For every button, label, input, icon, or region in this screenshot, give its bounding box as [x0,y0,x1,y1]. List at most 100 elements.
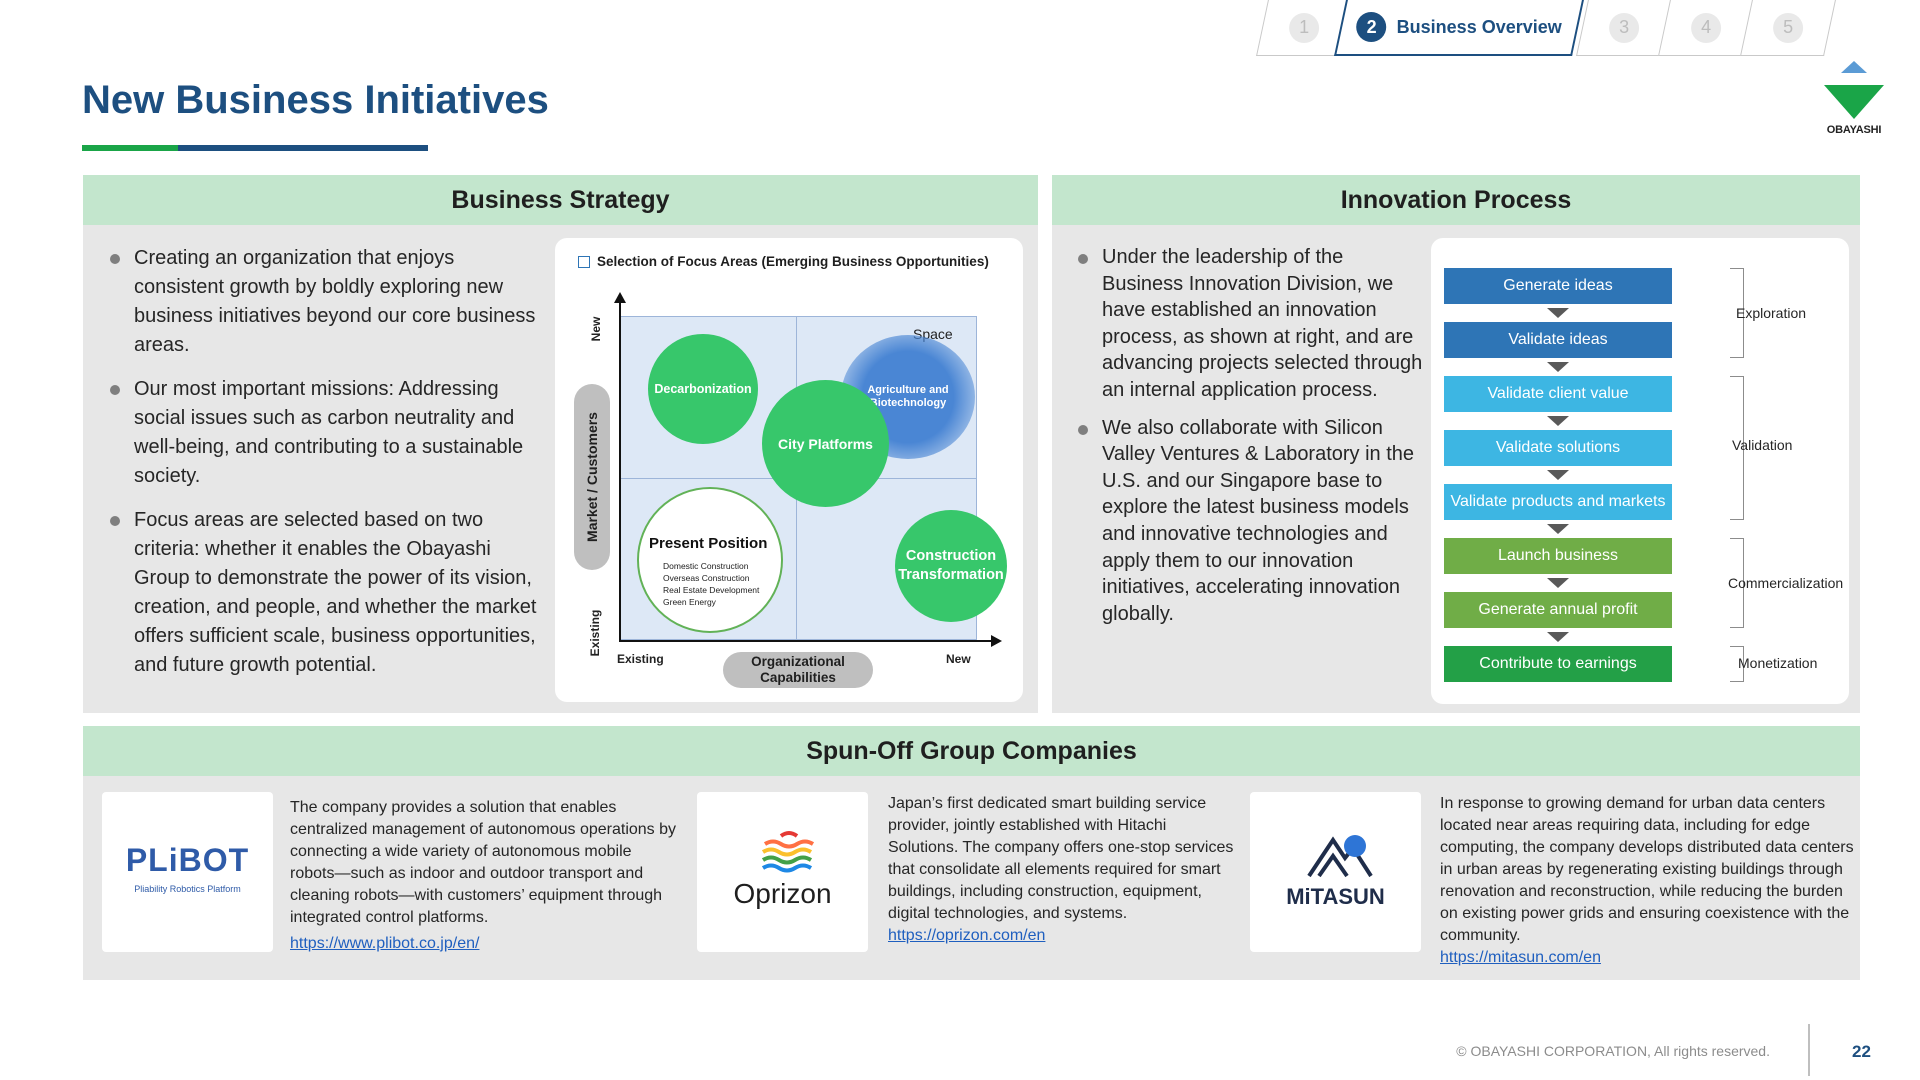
plibot-logo: PLiBOT Pliability Robotics Platform [102,792,273,952]
x-axis-new-label: New [946,652,971,666]
business-strategy-heading: Business Strategy [83,175,1038,225]
x-axis-arrow-icon [991,635,1002,647]
present-position-bubble: Present Position Domestic Construction O… [637,487,783,633]
y-axis-arrow-icon [614,292,626,303]
arrow-down-icon [1547,524,1569,534]
bullet-item: We also collaborate with Silicon Valley … [1078,415,1428,628]
present-position-title: Present Position [649,535,768,552]
tab-number: 1 [1289,12,1320,43]
arrow-down-icon [1547,578,1569,588]
bullet-item: Under the leadership of the Business Inn… [1078,244,1428,404]
present-position-item: Domestic Construction [663,561,749,571]
arrow-down-icon [1547,632,1569,642]
arrow-down-icon [1547,416,1569,426]
bullet-item: Focus areas are selected based on two cr… [110,506,540,680]
y-axis-existing-label: Existing [588,609,602,657]
step-label: Generate ideas [1503,277,1613,294]
mitasun-link[interactable]: https://mitasun.com/en [1440,949,1601,966]
present-position-items: Domestic Construction Overseas Construct… [663,560,759,608]
construction-transformation-bubble: Construction Transformation [895,510,1007,622]
x-axis-existing-label: Existing [617,652,664,666]
phase-label-exploration: Exploration [1736,305,1807,321]
oprizon-waves-icon [761,831,815,873]
oprizon-logo-text: Oprizon [733,878,832,909]
company-description-text: The company provides a solution that ena… [290,799,677,926]
step-label: Validate client value [1487,385,1629,402]
mitasun-logo-text: MiTASUN [1286,884,1385,909]
company-description-text: Japan’s first dedicated smart building s… [888,795,1234,922]
y-axis-line [619,300,621,642]
phase-label-monetization: Monetization [1738,655,1818,671]
checkbox-icon [578,256,590,268]
plibot-description: The company provides a solution that ena… [290,797,680,955]
step-contribute-earnings: Contribute to earnings [1444,646,1672,682]
step-validate-client-value: Validate client value [1444,376,1672,412]
x-axis-line [619,640,991,642]
step-label: Generate annual profit [1478,601,1638,618]
bullet-item: Our most important missions: Addressing … [110,375,540,491]
company-logo-text: OBAYASHI [1826,124,1882,136]
plibot-logo-text: PLiBOT [125,842,250,878]
spinoffs-heading: Spun-Off Group Companies [83,726,1860,776]
arrow-down-icon [1547,308,1569,318]
step-label: Validate solutions [1495,439,1621,456]
innovation-process-heading: Innovation Process [1052,175,1860,225]
tab-number: 2 [1356,12,1387,42]
decarbonization-bubble: Decarbonization [648,334,758,444]
step-validate-solutions: Validate solutions [1444,430,1672,466]
step-label: Contribute to earnings [1479,655,1637,672]
bullet-item: Creating an organization that enjoys con… [110,244,540,360]
oprizon-link[interactable]: https://oprizon.com/en [888,927,1046,944]
logo-triangle-blue-icon [1841,61,1867,73]
logo-triangle-green-icon [1824,85,1884,119]
copyright: © OBAYASHI CORPORATION, All rights reser… [1456,1043,1770,1059]
mitasun-logo: MiTASUN [1250,792,1421,952]
tab-5[interactable]: 5 [1740,0,1836,56]
tab-number: 3 [1609,12,1640,43]
company-description-text: In response to growing demand for urban … [1440,795,1854,944]
step-generate-annual-profit: Generate annual profit [1444,592,1672,628]
page-title: New Business Initiatives [82,78,549,122]
phase-label-validation: Validation [1732,437,1793,453]
phase-bracket [1730,538,1744,628]
phase-label-commercialization: Commercialization [1728,575,1844,591]
y-axis-new-label: New [589,316,603,342]
arrow-down-icon [1547,470,1569,480]
footer-divider [1808,1024,1810,1076]
title-underline-green [82,145,178,151]
present-position-item: Green Energy [663,597,716,607]
present-position-item: Real Estate Development [663,585,760,595]
tab-number: 4 [1691,12,1722,43]
matrix-title: Selection of Focus Areas (Emerging Busin… [597,254,989,269]
step-label: Validate ideas [1508,331,1608,348]
city-platforms-bubble: City Platforms [762,380,889,507]
mitasun-mountain-icon [1307,835,1373,878]
tab-number: 5 [1773,12,1804,43]
tab-business-overview[interactable]: 2 Business Overview [1334,0,1584,56]
business-strategy-bullets: Creating an organization that enjoys con… [110,244,540,695]
oprizon-logo: Oprizon [697,792,868,952]
phase-bracket [1730,376,1744,520]
mitasun-description: In response to growing demand for urban … [1440,793,1855,969]
x-axis-title: Organizational Capabilities [723,652,873,688]
step-label: Validate products and markets [1450,493,1666,510]
step-validate-ideas: Validate ideas [1444,322,1672,358]
phase-bracket [1730,268,1744,358]
innovation-process-bullets: Under the leadership of the Business Inn… [1078,244,1428,638]
step-launch-business: Launch business [1444,538,1672,574]
present-position-item: Overseas Construction [663,573,750,583]
arrow-down-icon [1547,362,1569,372]
tab-3[interactable]: 3 [1576,0,1672,56]
title-underline-blue [178,145,428,151]
oprizon-description: Japan’s first dedicated smart building s… [888,793,1238,947]
step-validate-products-markets: Validate products and markets [1444,484,1672,520]
tab-label: Business Overview [1396,16,1562,37]
page-number: 22 [1852,1042,1871,1061]
y-axis-title: Market / Customers [574,384,610,570]
plibot-link[interactable]: https://www.plibot.co.jp/en/ [290,935,480,952]
step-generate-ideas: Generate ideas [1444,268,1672,304]
phase-bracket [1730,646,1744,682]
tab-4[interactable]: 4 [1658,0,1754,56]
plibot-logo-subtitle: Pliability Robotics Platform [134,884,241,894]
step-label: Launch business [1497,547,1619,564]
